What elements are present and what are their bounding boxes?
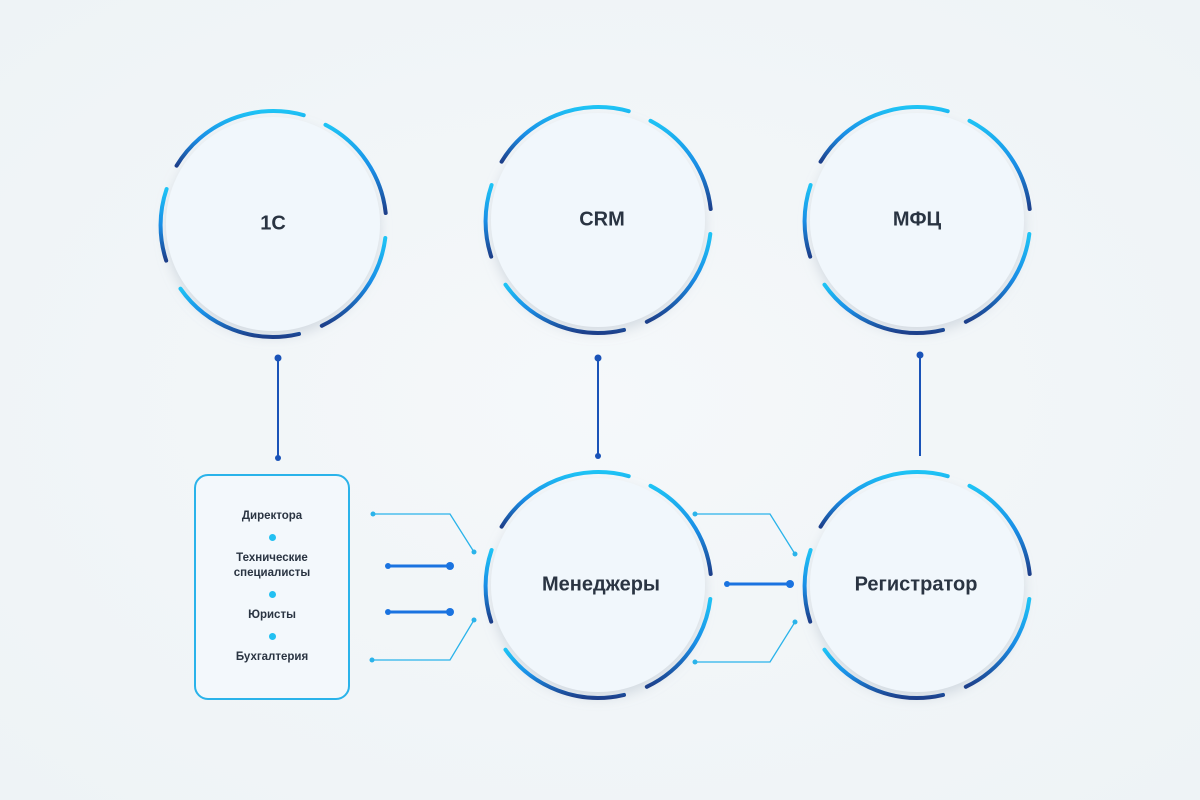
connector-crm-managers — [594, 354, 602, 459]
node-registrar: Регистратор — [802, 470, 1032, 700]
ring-arc — [503, 647, 626, 700]
connector-1c-roles — [274, 354, 282, 461]
node-mfc: МФЦ — [802, 105, 1032, 335]
connector-dot — [275, 455, 281, 461]
connector-dot — [370, 511, 376, 517]
ring-arc — [503, 282, 626, 335]
connector-dot — [692, 511, 698, 517]
role-accounting: Бухгалтерия — [235, 651, 309, 663]
connector-dot — [916, 351, 924, 359]
ring-arc — [319, 236, 388, 328]
ring-arc — [178, 286, 301, 339]
connector-dot — [724, 581, 730, 587]
node-managers: Менеджеры — [483, 470, 713, 700]
connector-dot — [471, 617, 477, 623]
ring-arc — [963, 597, 1032, 689]
ring-arc — [967, 118, 1032, 211]
ring-arc — [644, 232, 713, 324]
ring-arc — [644, 597, 713, 689]
ring-arc — [323, 122, 388, 215]
connector-dot — [274, 354, 282, 362]
ring-arc — [818, 470, 950, 529]
ring-arc — [499, 105, 631, 164]
connector-line — [373, 513, 475, 553]
node-managers-ring — [483, 470, 713, 700]
node-crm-label: CRM — [579, 208, 625, 230]
node-managers-circle — [491, 478, 705, 692]
ring-arc — [174, 109, 306, 168]
ring-arc — [802, 183, 813, 259]
node-registrar-circle — [810, 478, 1024, 692]
roles-box: Директора Технические специалисты Юристы… — [194, 474, 350, 700]
node-mfc-circle — [810, 113, 1024, 327]
connector-dot — [792, 619, 798, 625]
ring-arc — [648, 483, 713, 576]
connector-mfc-registrar — [916, 351, 924, 456]
node-1c-ring — [158, 109, 388, 339]
role-bullet-dot — [268, 633, 276, 640]
node-registrar-ring — [802, 470, 1032, 700]
connector-dot — [385, 563, 391, 569]
ring-arc — [648, 118, 713, 211]
ring-arc — [967, 483, 1032, 576]
connector-dot — [792, 551, 798, 557]
ring-arc — [963, 232, 1032, 324]
node-crm-circle — [491, 113, 705, 327]
role-tech-specialists: Технические специалисты — [233, 552, 311, 579]
connector-dot — [369, 657, 375, 663]
node-mfc-label: МФЦ — [893, 208, 942, 230]
connector-line — [695, 621, 796, 663]
role-lawyers: Юристы — [248, 609, 296, 621]
ring-arc — [802, 548, 813, 624]
connector-line — [372, 619, 475, 661]
node-mfc-ring — [802, 105, 1032, 335]
node-crm-ring — [483, 105, 713, 335]
ring-arc — [499, 470, 631, 529]
role-bullet-dot — [268, 534, 276, 541]
connector-dot — [594, 354, 602, 362]
connector-line — [695, 513, 796, 555]
connector-dot — [446, 562, 454, 570]
connector-dot — [446, 608, 454, 616]
node-1c-circle — [166, 117, 380, 331]
connector-roles-managers — [369, 511, 477, 663]
node-1c: 1С — [158, 109, 388, 339]
node-1c-label: 1С — [260, 212, 286, 234]
connector-dot — [595, 453, 601, 459]
node-managers-label: Менеджеры — [542, 573, 660, 595]
node-registrar-label: Регистратор — [855, 573, 978, 595]
connector-dot — [786, 580, 794, 588]
ring-arc — [822, 282, 945, 335]
connector-dot — [385, 609, 391, 615]
role-bullet-dot — [268, 591, 276, 598]
role-directors: Директора — [241, 510, 303, 522]
connector-dot — [471, 549, 477, 555]
node-crm: CRM — [483, 105, 713, 335]
ring-arc — [483, 548, 494, 624]
connector-managers-registrar — [692, 511, 798, 665]
ring-arc — [483, 183, 494, 259]
ring-arc — [158, 187, 169, 263]
connector-dot — [692, 659, 698, 665]
ring-arc — [822, 647, 945, 700]
ring-arc — [818, 105, 950, 164]
